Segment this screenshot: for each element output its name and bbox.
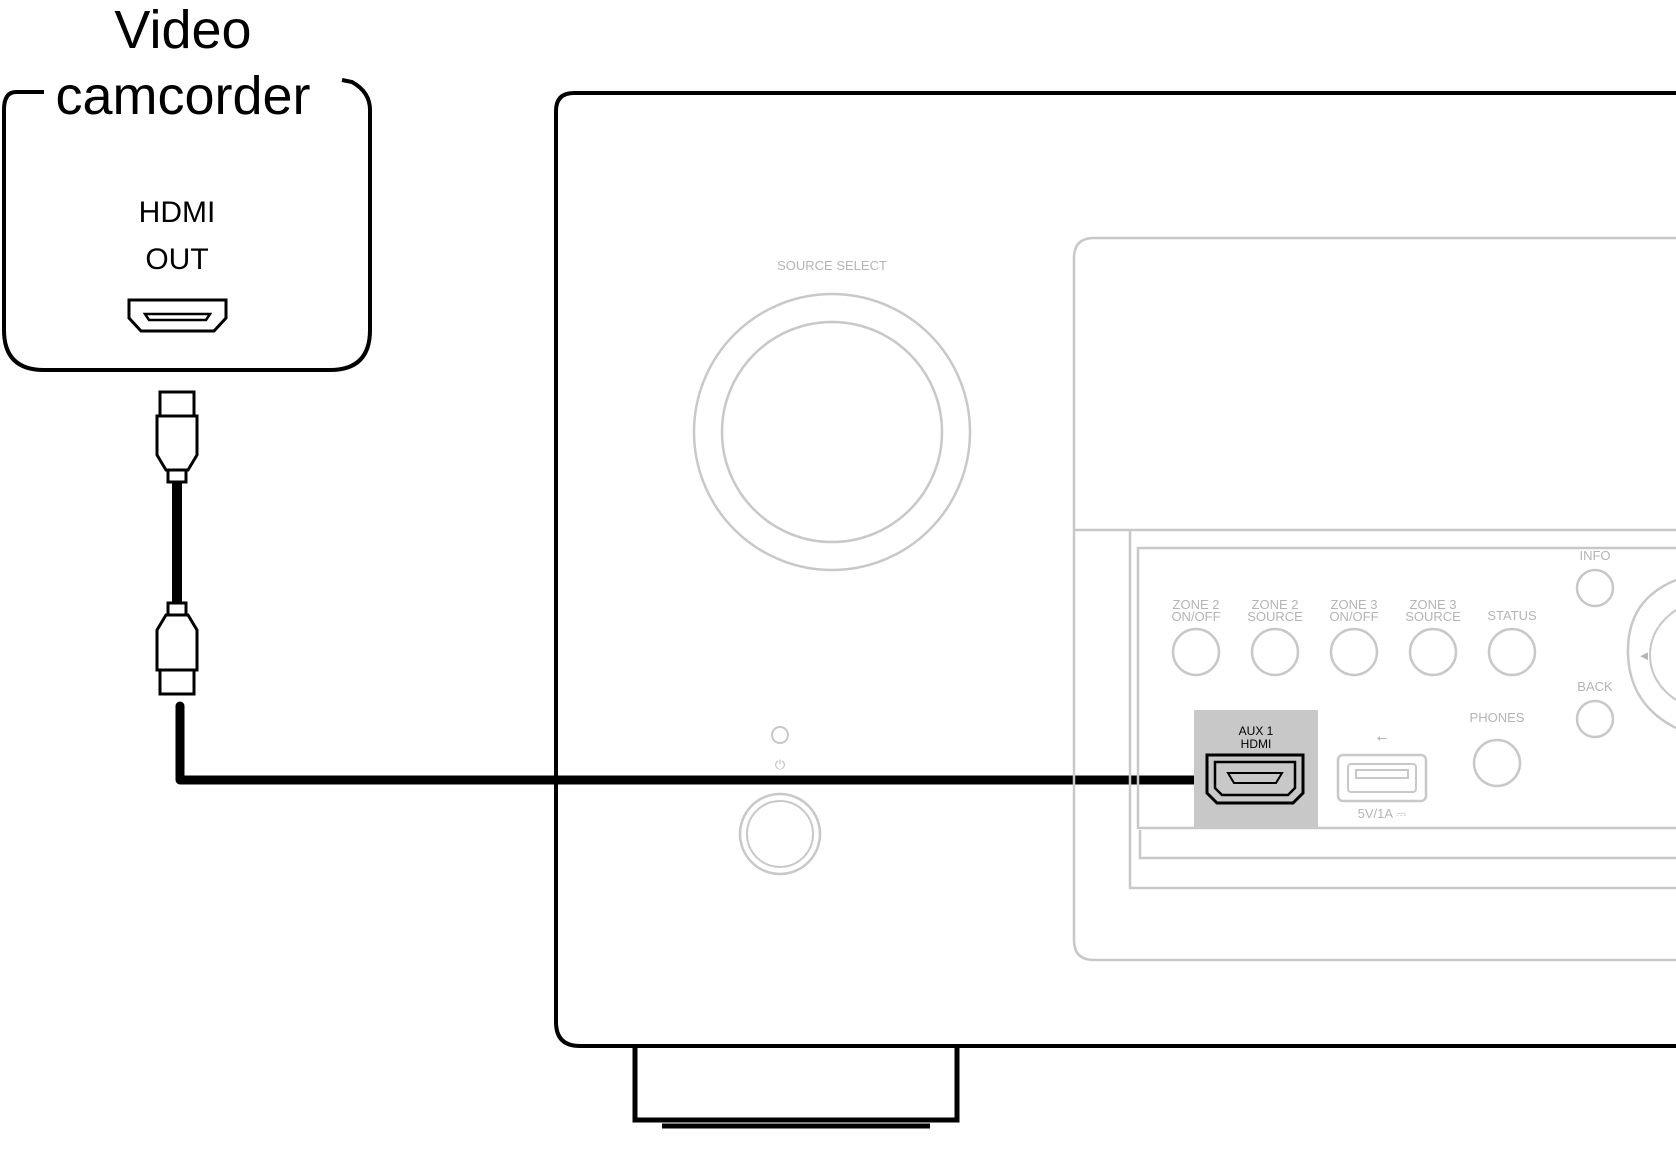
front-panel-outline [1072, 236, 1676, 962]
power-indicator-icon [771, 726, 789, 744]
power-symbol-icon: ⏻ [775, 757, 785, 772]
receiver-foot [632, 1046, 960, 1123]
zone3-onoff-label-line1: ZONE 3 [1331, 597, 1378, 612]
zone2-onoff-button[interactable]: ZONE 2 ON/OFF [1171, 597, 1221, 677]
status-button[interactable]: STATUS [1487, 608, 1537, 677]
zone3-onoff-label-line2: ON/OFF [1329, 609, 1378, 624]
hdmi-cable [155, 390, 1260, 785]
panel-door-bottom [1128, 530, 1676, 890]
usb-rating-label: 5V/1A ⎓ [1358, 806, 1407, 821]
camcorder-box-outline [2, 78, 372, 372]
back-button[interactable] [1575, 699, 1615, 739]
info-button[interactable] [1575, 568, 1615, 608]
status-label: STATUS [1487, 608, 1537, 623]
hdmi-port-icon [1205, 753, 1305, 805]
hdmi-port-icon [127, 298, 228, 333]
back-label: BACK [1577, 679, 1613, 694]
camcorder-title-line1: Video [114, 0, 251, 60]
aux1-label-line1: AUX 1 [1239, 724, 1274, 738]
zone2-source-label-line2: SOURCE [1247, 609, 1303, 624]
source-select-label: SOURCE SELECT [777, 258, 887, 273]
power-button[interactable] [738, 792, 822, 876]
phones-jack[interactable] [1472, 738, 1522, 788]
hdmi-out-label-line2: OUT [145, 243, 208, 276]
camcorder-device: Video camcorder HDMI OUT [2, 0, 372, 372]
phones-label: PHONES [1470, 710, 1525, 725]
receiver-chassis [554, 91, 1676, 1048]
zone2-onoff-label-line2: ON/OFF [1171, 609, 1220, 624]
zone2-onoff-label-line1: ZONE 2 [1173, 597, 1220, 612]
zone2-source-label-line1: ZONE 2 [1252, 597, 1299, 612]
usb-port-icon[interactable] [1336, 753, 1428, 803]
cursor-left-icon: ◄ [1638, 648, 1651, 663]
zone3-source-label-line2: SOURCE [1405, 609, 1461, 624]
panel-door-inner [1136, 546, 1676, 830]
aux1-hdmi-input[interactable]: AUX 1 HDMI [1194, 710, 1318, 828]
hdmi-out-label-line1: HDMI [139, 196, 216, 229]
aux1-label-line2: HDMI [1241, 737, 1272, 751]
hdmi-plug-icon [155, 390, 199, 484]
source-select-knob[interactable] [692, 292, 972, 572]
av-receiver: SOURCE SELECT ⏻ ZONE 2 ON/OFF ZONE 2 SOU… [554, 91, 1676, 1129]
info-label: INFO [1579, 548, 1610, 563]
camcorder-title-line2: camcorder [55, 66, 310, 126]
zone3-source-button[interactable]: ZONE 3 SOURCE [1405, 597, 1461, 677]
panel-door-lip [1138, 830, 1676, 860]
hdmi-plug-icon [155, 601, 199, 696]
zone3-source-label-line1: ZONE 3 [1410, 597, 1457, 612]
cursor-pad[interactable]: ◄ [1626, 578, 1676, 730]
usb-symbol-icon: ⭠ [1377, 730, 1387, 745]
zone2-source-button[interactable]: ZONE 2 SOURCE [1247, 597, 1303, 677]
zone3-onoff-button[interactable]: ZONE 3 ON/OFF [1329, 597, 1379, 677]
